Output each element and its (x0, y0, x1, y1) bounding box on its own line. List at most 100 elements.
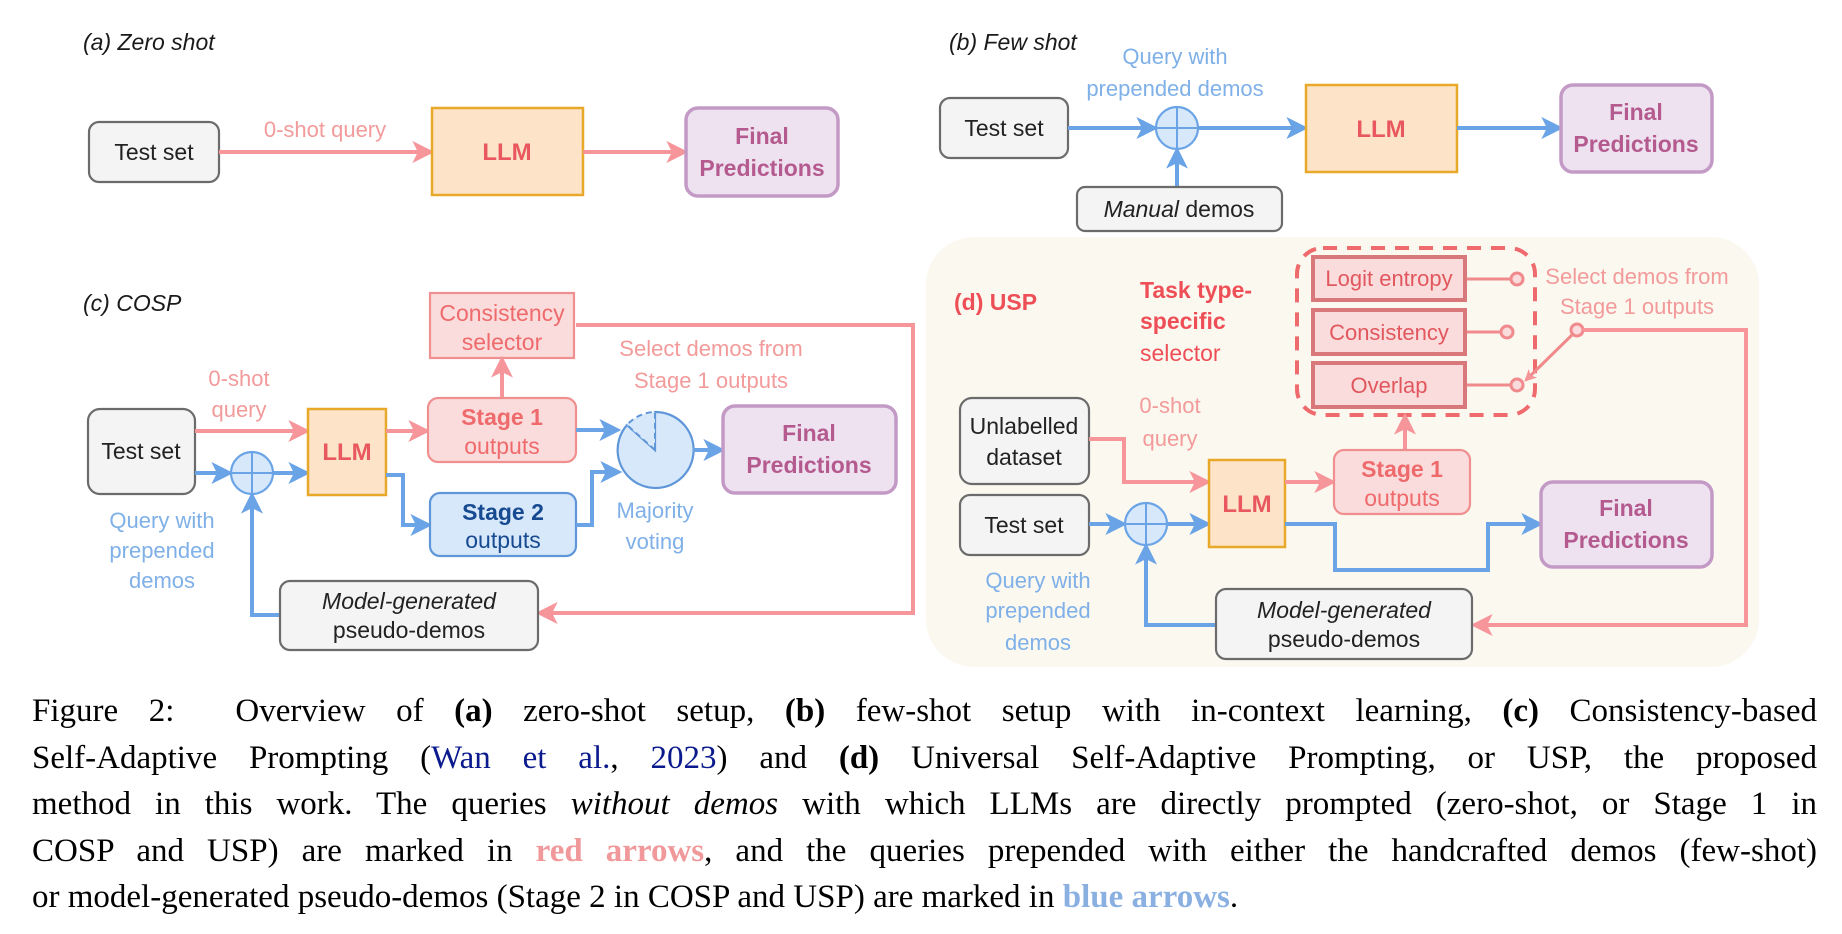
sum-icon (1154, 105, 1200, 151)
pseudo-demos-box (278, 579, 540, 652)
switch-terminal-icon (1509, 377, 1525, 393)
stage2-label-1: Stage 2 (462, 499, 544, 525)
test-set-label: Test set (114, 139, 194, 165)
figure-caption: Figure 2: Overview of (a) zero-shot setu… (32, 688, 1817, 921)
select-demos-loop-arrow (1470, 328, 1748, 636)
select-note-1: Select demos from (1545, 264, 1728, 289)
pseudo-demos-label-2: pseudo-demos (1268, 626, 1420, 652)
panel-title: (c) COSP (83, 290, 182, 316)
pseudo-demos-label-2: pseudo-demos (333, 617, 485, 643)
caption-line: or model-generated pseudo-demos (Stage 2… (32, 874, 1817, 921)
caption-blue-arrows: blue arrows (1062, 879, 1230, 915)
caption-text: method in this work. The queries (32, 786, 571, 822)
final-label-1: Final (782, 420, 836, 446)
llm-to-stage2-arrow (386, 473, 433, 536)
llm-label: LLM (1356, 116, 1405, 143)
stage1-label-2: outputs (1364, 485, 1439, 511)
test-set-label: Test set (101, 438, 181, 464)
manual-demos-box (1075, 185, 1284, 233)
query-label-1: 0-shot (1139, 393, 1200, 418)
selector-label: Overlap (1350, 373, 1427, 398)
pseudo-demos-label-1: Model-generated (1257, 597, 1432, 623)
caption-bold: (b) (784, 693, 826, 729)
query-label-2: query (1142, 426, 1197, 451)
stage2-to-vote-arrow (576, 461, 623, 527)
prepended-label-1: Query with (109, 508, 214, 533)
stage2-label-2: outputs (465, 527, 540, 553)
caption-text: zero-shot setup, (492, 693, 785, 729)
caption-text: COSP and USP) are marked in (32, 832, 536, 869)
final-predictions-box (684, 106, 840, 198)
final-predictions-box (721, 404, 898, 495)
selector-label-2: selector (462, 329, 543, 355)
selector-label: Logit entropy (1325, 266, 1452, 291)
caption-text: . (1229, 879, 1239, 915)
caption-line: Self-Adaptive Prompting (Wan et al., 202… (32, 735, 1817, 782)
caption-text: with which LLMs are directly prompted (z… (778, 786, 1817, 822)
unlabelled-label-2: dataset (986, 444, 1062, 470)
prepended-label-3: demos (129, 568, 195, 593)
llm-box (306, 407, 388, 497)
query-label-2: query (211, 397, 266, 422)
caption-bold: (d) (838, 739, 880, 776)
query-label-1: 0-shot (208, 366, 269, 391)
stage1-label-2: outputs (464, 433, 539, 459)
task-selector-label-3: selector (1140, 340, 1221, 366)
caption-text: , and the queries prepended with either … (704, 832, 1817, 869)
stage1-outputs-box (1332, 448, 1472, 516)
caption-text: or model-generated pseudo-demos (Stage 2… (32, 879, 1063, 915)
query-label-2: prepended demos (1086, 76, 1263, 101)
final-predictions-box (1539, 480, 1714, 569)
panel-usp: (d) USP Task type- specific selector Log… (926, 237, 1759, 667)
llm-box (1304, 83, 1459, 174)
panel-title: (b) Few shot (949, 29, 1078, 55)
query-label: 0-shot query (264, 117, 386, 142)
caption-italic: without demos (570, 786, 779, 822)
switch-pivot-icon (1569, 322, 1585, 338)
sum-icon (229, 450, 275, 496)
final-label-1: Final (735, 123, 789, 149)
manual-demos-italic: Manual (1104, 196, 1180, 222)
citation-year-link[interactable]: 2023 (650, 739, 717, 776)
caption-bold: (a) (454, 693, 493, 729)
final-predictions-box (1559, 83, 1714, 174)
selector-logit-entropy (1311, 255, 1467, 302)
manual-demos-rest: demos (1179, 196, 1254, 222)
select-note-1: Select demos from (619, 336, 802, 361)
final-label-1: Final (1599, 495, 1653, 521)
citation-link[interactable]: Wan et al. (431, 739, 611, 776)
select-demos-loop-arrow (535, 323, 915, 624)
selector-label: Consistency (1329, 320, 1449, 345)
sum-icon (1123, 501, 1169, 547)
llm-box (430, 106, 585, 197)
caption-text: Universal Self-Adaptive Prompting, or US… (879, 739, 1818, 776)
llm-label: LLM (322, 439, 371, 466)
task-selector-label-2: specific (1140, 308, 1226, 334)
unlabelled-label-1: Unlabelled (970, 413, 1079, 439)
caption-text: , (610, 739, 651, 776)
caption-text: ) and (716, 739, 839, 776)
caption-text: Self-Adaptive Prompting ( (32, 739, 432, 776)
zero-shot-query-arrow (1089, 437, 1212, 493)
selector-overlap (1311, 361, 1467, 409)
stage1-label-1: Stage 1 (461, 404, 543, 430)
switch-terminal-icon (1509, 271, 1525, 287)
stage1-label-1: Stage 1 (1361, 456, 1443, 482)
prepended-label-2: prepended (985, 598, 1090, 623)
prepended-label-3: demos (1005, 630, 1071, 655)
caption-text: few-shot setup with in-context learning, (825, 693, 1503, 729)
selector-consistency (1311, 308, 1467, 356)
final-label-1: Final (1609, 99, 1663, 125)
select-note-2: Stage 1 outputs (1560, 294, 1714, 319)
test-set-label: Test set (964, 115, 1044, 141)
llm-label: LLM (482, 139, 531, 166)
caption-red-arrows: red arrows (535, 832, 705, 869)
prepended-label-1: Query with (985, 568, 1090, 593)
pseudo-demos-label-1: Model-generated (322, 588, 497, 614)
panel-cosp: (c) COSP Consistency selector Select dem… (83, 290, 915, 652)
panel-zero-shot: (a) Zero shot Test set 0-shot query LLM … (83, 29, 840, 198)
final-label-2: Predictions (746, 452, 871, 478)
caption-line: method in this work. The queries without… (32, 781, 1817, 828)
majority-voting-label-1: Majority (616, 498, 693, 523)
final-label-2: Predictions (1563, 527, 1688, 553)
